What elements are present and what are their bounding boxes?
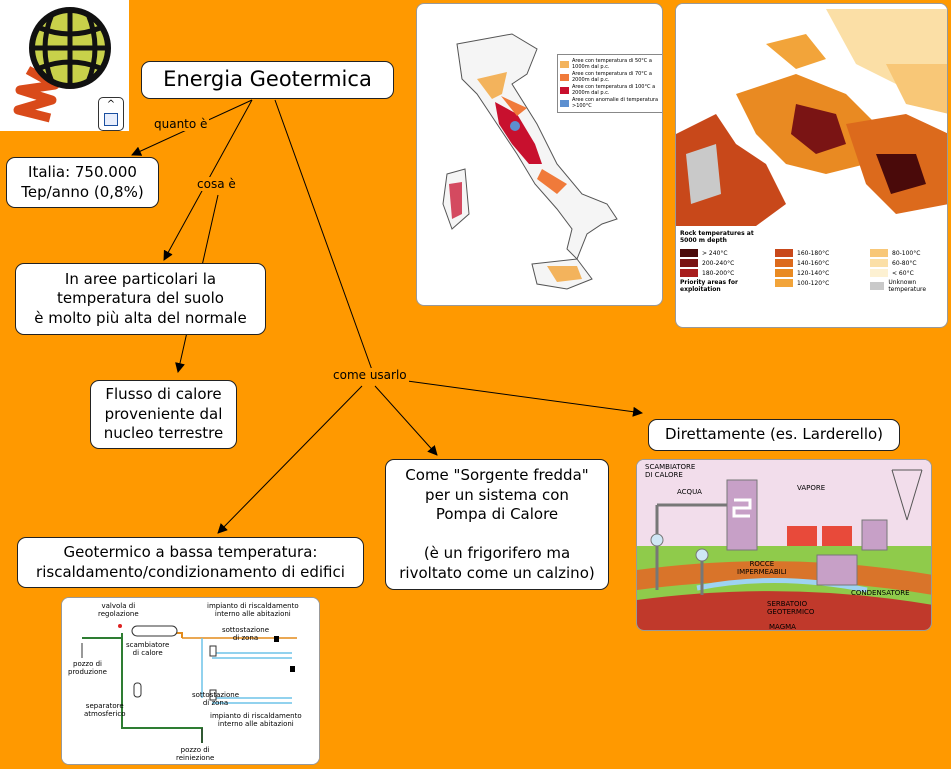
chevron-up-icon: ^: [106, 99, 116, 110]
title-text: Energia Geotermica: [163, 67, 372, 92]
label-impianto-1: impianto di riscaldamento interno alle a…: [207, 602, 299, 618]
label-sottostazione-2: sottostazione di zona: [192, 691, 240, 707]
label-scambiatore-calore: scambiatore di calore: [126, 641, 170, 657]
label-valvola: valvola di regolazione: [98, 602, 139, 618]
resource-icon: [104, 113, 118, 126]
label-rocce: ROCCE IMPERMEABILI: [737, 560, 787, 576]
geothermal-plant-diagram[interactable]: SCAMBIATORE DI CALORE ACQUA VAPORE ROCCE…: [636, 459, 932, 631]
label-separatore: separatore atmosferico: [84, 702, 126, 718]
label-vapore: VAPORE: [797, 484, 826, 492]
link-label-come: come usarlo: [331, 368, 409, 382]
label-acqua: ACQUA: [677, 488, 702, 496]
expand-toggle-icon[interactable]: ^: [98, 97, 124, 131]
district-heating-diagram[interactable]: valvola di regolazione impianto di risca…: [61, 597, 320, 765]
label-scambiatore: SCAMBIATORE DI CALORE: [645, 463, 696, 479]
europe-rock-temperature-map[interactable]: Rock temperatures at 5000 m depth > 240°…: [675, 3, 948, 328]
node-sorgente-fredda[interactable]: Come "Sorgente fredda" per un sistema co…: [385, 459, 609, 590]
link-label-quanto: quanto è: [152, 117, 210, 131]
node-italia[interactable]: Italia: 750.000 Tep/anno (0,8%): [6, 157, 159, 208]
italy-temperature-map[interactable]: Aree con temperatura di 50°C a 1000m dal…: [416, 3, 663, 306]
label-impianto-2: impianto di riscaldamento interno alle a…: [210, 712, 302, 728]
node-direttamente[interactable]: Direttamente (es. Larderello): [648, 419, 900, 451]
label-magma: MAGMA: [769, 623, 796, 631]
node-aree-particolari[interactable]: In aree particolari la temperatura del s…: [15, 263, 266, 335]
label-sottostazione-1: sottostazione di zona: [222, 626, 270, 642]
node-bassa-temperatura[interactable]: Geotermico a bassa temperatura: riscalda…: [17, 537, 364, 588]
italy-map-legend: Aree con temperatura di 50°C a 1000m dal…: [557, 54, 662, 113]
label-pozzo-reiniezione: pozzo di reiniezione: [176, 746, 215, 762]
label-serbatoio: SERBATOIO GEOTERMICO: [767, 600, 815, 616]
main-concept-title[interactable]: Energia Geotermica: [141, 61, 394, 99]
label-condensatore: CONDENSATORE: [851, 589, 910, 597]
node-flusso-calore[interactable]: Flusso di calore proveniente dal nucleo …: [90, 380, 237, 449]
label-pozzo-produzione: pozzo di produzione: [68, 660, 107, 676]
europe-map-legend: Rock temperatures at 5000 m depth > 240°…: [680, 230, 927, 293]
link-label-cosa: cosa è: [195, 177, 238, 191]
